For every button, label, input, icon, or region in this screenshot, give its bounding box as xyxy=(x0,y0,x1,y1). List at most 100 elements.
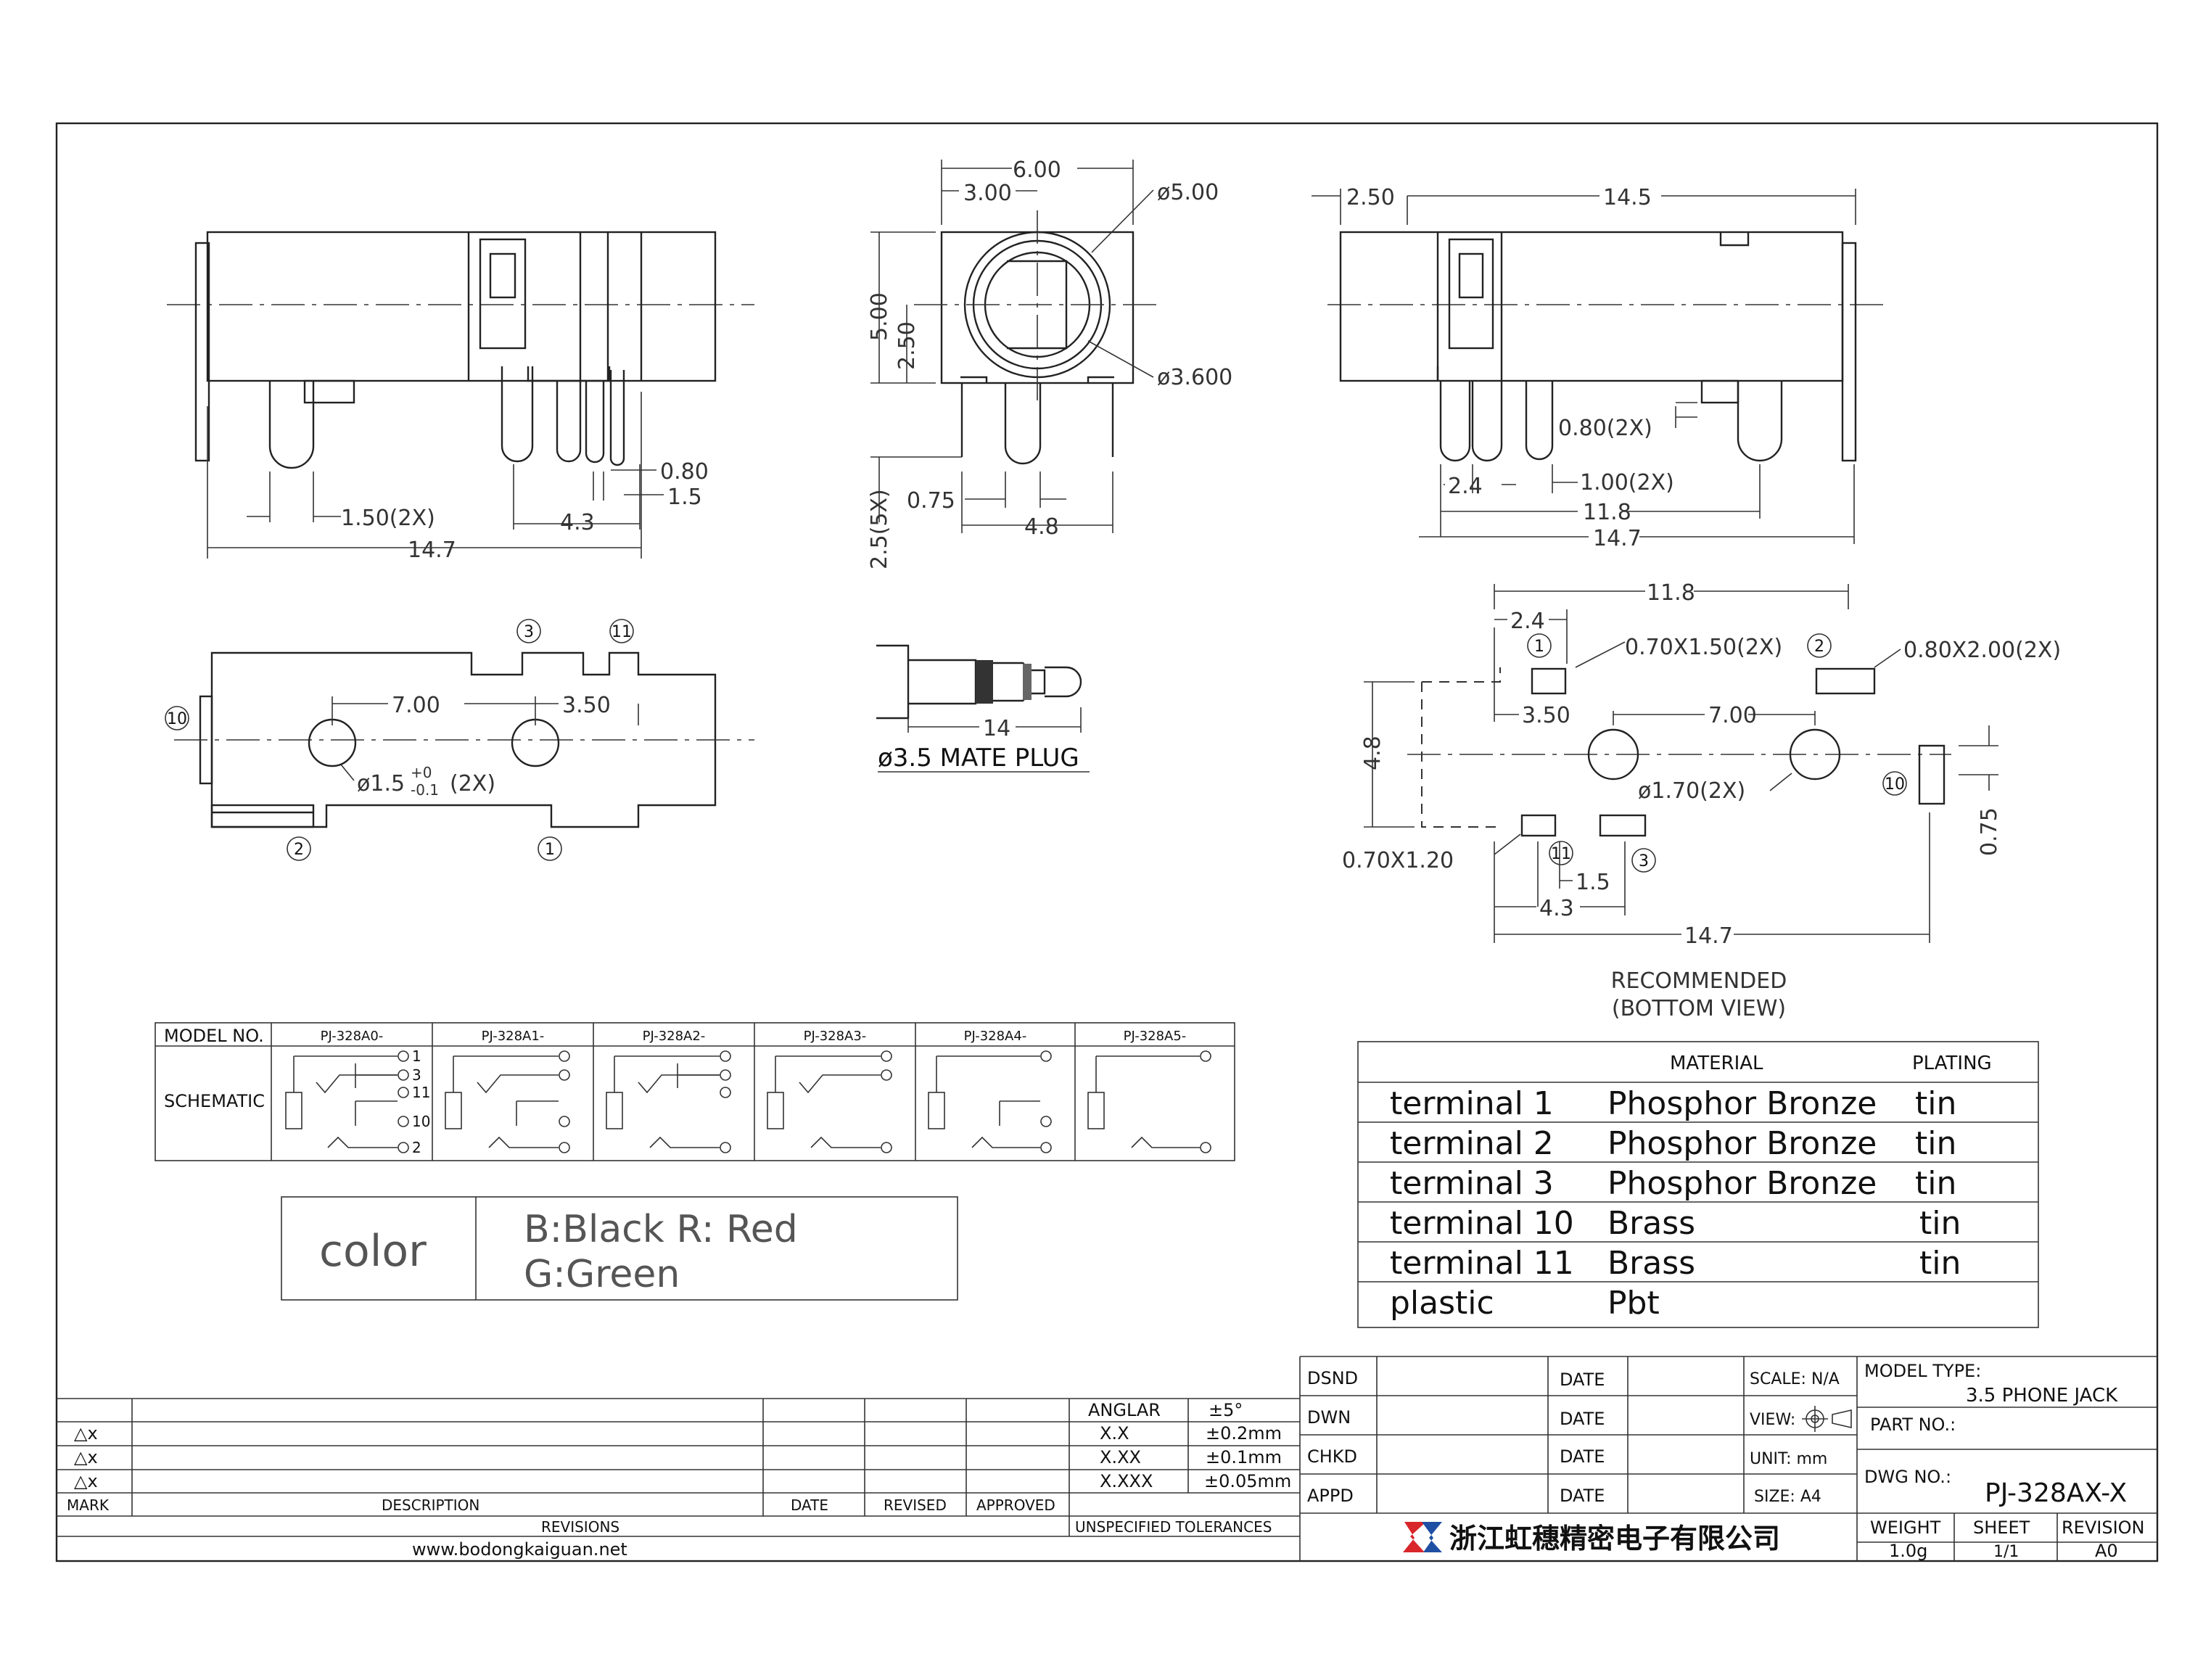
revision-label: REVISION xyxy=(2062,1518,2145,1538)
tol-r1-c1: ±0.2mm xyxy=(1206,1423,1282,1444)
mat-r3-c1: Brass xyxy=(1607,1205,1695,1242)
bottom-dim-7: 7.00 xyxy=(392,693,440,718)
side-dim-0-80: 0.80 xyxy=(660,459,709,485)
front-dia-inner: ø3.600 xyxy=(1157,365,1232,390)
right-dim-1-00: 1.00(2X) xyxy=(1580,470,1674,495)
sign-view: VIEW: xyxy=(1750,1411,1795,1429)
plug-label: ø3.5 MATE PLUG xyxy=(878,744,1079,773)
model-type: 3.5 PHONE JACK xyxy=(1966,1385,2118,1407)
sheet: 1/1 xyxy=(1993,1543,2019,1561)
weight-label: WEIGHT xyxy=(1870,1518,1941,1538)
bottom-pin-2: 2 xyxy=(294,841,304,859)
fp-dim-11-8: 11.8 xyxy=(1647,580,1695,606)
rev-mark-2: △x xyxy=(74,1447,98,1467)
sch-a0-pin11: 11 xyxy=(412,1084,430,1101)
fp-pin-10: 10 xyxy=(1885,775,1905,794)
bottom-hole: ø1.5 xyxy=(357,771,405,796)
bottom-tol-plus: +0 xyxy=(411,764,432,781)
mat-r3-c2: tin xyxy=(1919,1205,1961,1242)
mat-r0-c0: terminal 1 xyxy=(1390,1085,1554,1122)
model-a4: PJ-328A4- xyxy=(964,1029,1027,1044)
side-dim-total: 14.7 xyxy=(408,538,456,563)
rev-hdr-desc: DESCRIPTION xyxy=(382,1496,479,1514)
sign-dsnd: DSND xyxy=(1307,1368,1358,1388)
bottom-hole-count: (2X) xyxy=(450,771,495,796)
front-dim-6: 6.00 xyxy=(1013,157,1061,183)
mat-r4-c2: tin xyxy=(1919,1245,1961,1282)
mat-r2-c2: tin xyxy=(1915,1165,1956,1202)
fp-pad3: 0.70X1.20 xyxy=(1342,848,1454,873)
rev-mark-3: △x xyxy=(74,1471,98,1491)
model-a2: PJ-328A2- xyxy=(643,1029,706,1044)
mat-r4-c0: terminal 11 xyxy=(1390,1245,1574,1282)
mat-r1-c1: Phosphor Bronze xyxy=(1607,1125,1877,1162)
bottom-pin-3: 3 xyxy=(524,623,534,641)
rev-mark-1: △x xyxy=(74,1423,98,1444)
right-dim-2-5: 2.50 xyxy=(1346,185,1395,210)
fp-dim-2-4: 2.4 xyxy=(1510,609,1545,634)
sign-chkd: CHKD xyxy=(1307,1446,1357,1467)
tol-r0-c1: ±5° xyxy=(1209,1400,1243,1420)
revision: A0 xyxy=(2095,1541,2118,1561)
tol-r2-c1: ±0.1mm xyxy=(1206,1447,1282,1467)
model-a1: PJ-328A1- xyxy=(482,1029,545,1044)
dwg-no: PJ-328AX-X xyxy=(1985,1478,2127,1508)
model-a0: PJ-328A0- xyxy=(321,1029,384,1044)
bottom-pin-10: 10 xyxy=(167,710,187,728)
tol-r1-c0: X.X xyxy=(1100,1423,1129,1444)
signoff-block: DSND DWN CHKD APPD DATE DATE DATE DATE S… xyxy=(1300,1356,2157,1561)
plug-dim: 14 xyxy=(983,716,1010,741)
mat-r0-c1: Phosphor Bronze xyxy=(1607,1085,1877,1122)
color-line1: B:Black R: Red xyxy=(524,1208,798,1251)
dwg-no-label: DWG NO.: xyxy=(1864,1467,1951,1487)
website: www.bodongkaiguan.net xyxy=(412,1539,627,1560)
sign-size: SIZE: A4 xyxy=(1754,1488,1821,1506)
front-dim-4-8: 4.8 xyxy=(1024,514,1059,540)
fp-dim-4-3: 4.3 xyxy=(1539,896,1574,921)
part-no-label: PART NO.: xyxy=(1870,1415,1956,1435)
plating-header: PLATING xyxy=(1912,1053,1992,1074)
side-dim-pin: 1.50(2X) xyxy=(341,506,435,531)
mat-r2-c1: Phosphor Bronze xyxy=(1607,1165,1877,1202)
side-view: 14.7 1.50(2X) 4.3 0.80 1.5 xyxy=(167,231,754,563)
fp-dim-1-5: 1.5 xyxy=(1576,870,1610,895)
right-view: 2.50 14.5 0.80(2X) 2.4 1.00(2X) 11.8 14.… xyxy=(1312,185,1886,551)
fp-dim-7: 7.00 xyxy=(1708,703,1757,728)
mat-r1-c0: terminal 2 xyxy=(1390,1125,1554,1162)
bottom-pin-1: 1 xyxy=(545,841,555,859)
fp-pad2: 0.80X2.00(2X) xyxy=(1903,638,2061,663)
sch-a0-pin2: 2 xyxy=(412,1139,421,1156)
front-dia-outer: ø5.00 xyxy=(1157,180,1219,205)
side-dim-1-5: 1.5 xyxy=(667,485,702,510)
side-dim-4-3: 4.3 xyxy=(560,510,595,535)
fp-dim-14-7: 14.7 xyxy=(1684,923,1733,949)
fp-hole: ø1.70(2X) xyxy=(1638,778,1745,804)
company-logo xyxy=(1403,1522,1442,1552)
footprint-view: 11.8 2.4 3.50 7.00 0.70X1.50(2X) 0.80X2.… xyxy=(1342,580,2061,1021)
front-dim-2-5-5x: 2.5(5X) xyxy=(867,489,892,569)
fp-dim-3-5: 3.50 xyxy=(1522,703,1570,728)
color-line2: G:Green xyxy=(524,1253,680,1296)
fp-pad1: 0.70X1.50(2X) xyxy=(1625,635,1782,660)
sign-date-4: DATE xyxy=(1560,1486,1605,1506)
sign-unit: UNIT: mm xyxy=(1750,1450,1827,1468)
fp-pin-2: 2 xyxy=(1814,638,1824,656)
front-view: 6.00 3.00 ø5.00 ø3.600 5.00 2.50 2.5(5X)… xyxy=(867,157,1232,569)
rev-hdr-date: DATE xyxy=(791,1496,828,1514)
sch-a0-pin1: 1 xyxy=(412,1047,421,1065)
fp-title: RECOMMENDED xyxy=(1611,968,1787,994)
tol-title: UNSPECIFIED TOLERANCES xyxy=(1075,1518,1272,1536)
weight: 1.0g xyxy=(1889,1541,1927,1561)
color-box: color B:Black R: Red G:Green xyxy=(281,1196,958,1301)
bottom-tol-minus: -0.1 xyxy=(411,781,439,799)
model-table: MODEL NO. SCHEMATIC PJ-328A0- PJ-328A1- … xyxy=(155,1022,1235,1161)
sch-a0-pin3: 3 xyxy=(412,1066,421,1084)
rev-hdr-approved: APPROVED xyxy=(976,1496,1055,1514)
rev-hdr-revised: REVISED xyxy=(884,1496,947,1514)
fp-dim-4-8: 4.8 xyxy=(1360,736,1386,770)
title-block: MODEL TYPE: 3.5 PHONE JACK PART NO.: DWG… xyxy=(1403,1361,2157,1561)
tol-r2-c0: X.XX xyxy=(1100,1447,1141,1467)
company-name: 浙江虹穗精密电子有限公司 xyxy=(1449,1523,1780,1555)
fp-pin-3: 3 xyxy=(1639,852,1649,870)
